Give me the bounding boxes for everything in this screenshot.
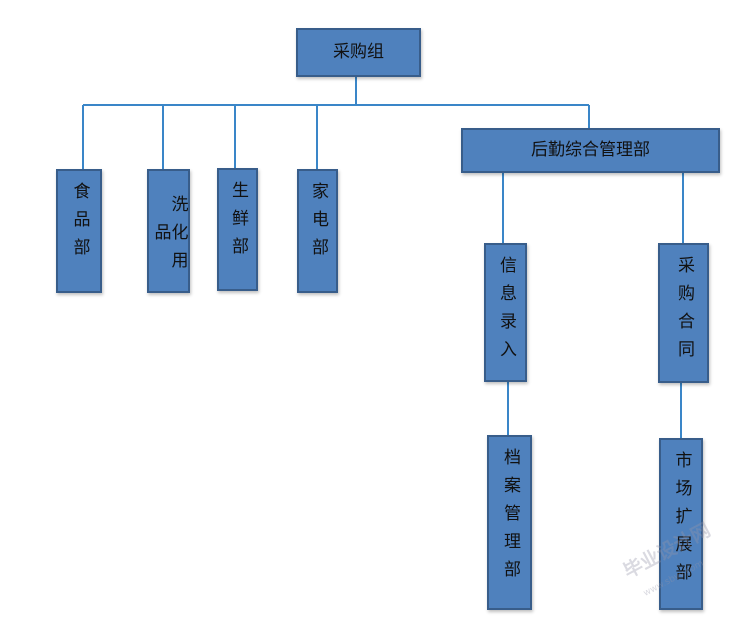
logistics-node-label: 后勤综合管理部 [531, 140, 650, 160]
washing-products-label: 洗化用品 [150, 194, 188, 279]
root-node-label: 采购组 [333, 42, 384, 62]
food-dept-node: 食品部 [56, 169, 102, 293]
food-dept-label: 食品部 [69, 182, 90, 266]
purchase-contract-node: 采购合同 [658, 243, 709, 383]
appliances-dept-node: 家电部 [297, 169, 338, 293]
archives-dept-label: 档案管理部 [500, 448, 520, 588]
info-entry-node: 信息录入 [484, 243, 527, 382]
washing-products-node: 洗化用品 [147, 169, 190, 293]
archives-dept-node: 档案管理部 [487, 435, 532, 610]
fresh-dept-node: 生鲜部 [217, 168, 258, 291]
root-node-procurement-group: 采购组 [296, 28, 421, 77]
market-expansion-node: 市场扩展部 [659, 438, 703, 610]
purchase-contract-label: 采购合同 [674, 256, 694, 368]
info-entry-label: 信息录入 [496, 256, 516, 368]
appliances-dept-label: 家电部 [308, 182, 328, 266]
market-expansion-label: 市场扩展部 [671, 451, 692, 591]
logistics-node: 后勤综合管理部 [461, 128, 720, 173]
fresh-dept-label: 生鲜部 [228, 181, 248, 265]
